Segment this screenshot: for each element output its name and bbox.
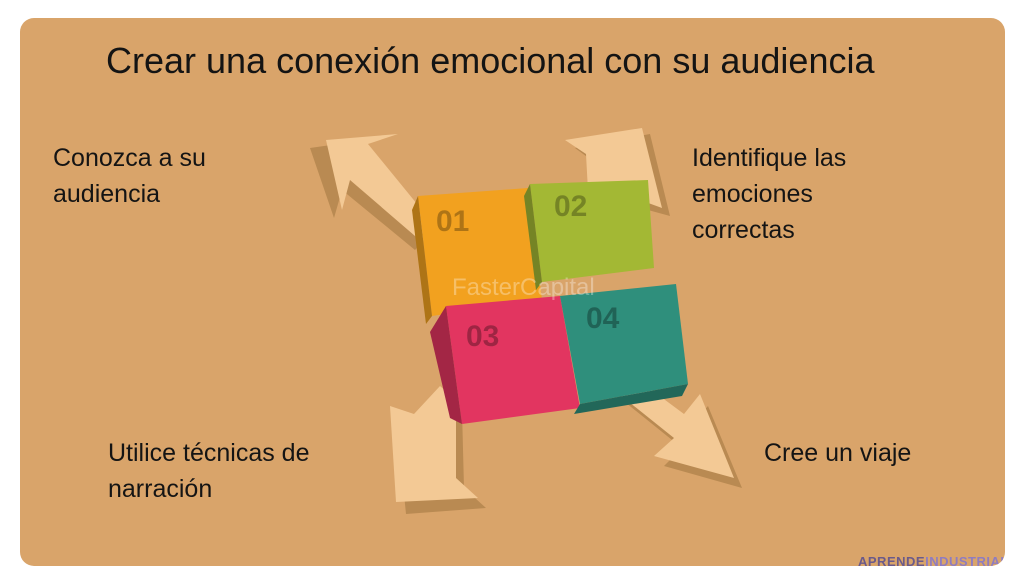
step-2-label-line-1: Identifique las	[692, 144, 847, 172]
cube-04-number: 04	[586, 302, 620, 335]
diagram-card: Crear una conexión emocional con su audi…	[20, 18, 1005, 566]
cube-03-number: 03	[466, 320, 499, 353]
step-1-label-line-1: Conozca a su	[53, 144, 206, 172]
cube-04: 04	[560, 284, 688, 414]
cube-02: 02	[524, 180, 654, 290]
cube-arrow-diagram: 01 02 03 04	[310, 128, 742, 514]
arrow-up-left-icon	[310, 134, 435, 250]
diagram-title: Crear una conexión emocional con su audi…	[106, 40, 875, 81]
brand-logo: APRENDEINDUSTRIAL	[858, 554, 1005, 566]
step-2-label-line-2: emociones	[692, 180, 813, 208]
cube-01-number: 01	[436, 205, 469, 238]
step-4-label-line-1: Cree un viaje	[764, 439, 912, 467]
brand-part-1: APRENDE	[858, 554, 926, 566]
step-3-label-line-1: Utilice técnicas de	[108, 439, 310, 467]
step-1-label-line-2: audiencia	[53, 180, 161, 208]
cube-02-number: 02	[554, 190, 587, 223]
step-3-label: Utilice técnicas de narración	[108, 435, 309, 507]
watermark: FasterCapital	[452, 274, 595, 301]
step-2-label: Identifique las emociones correctas	[692, 140, 846, 248]
step-3-label-line-2: narración	[108, 475, 213, 503]
step-4-label: Cree un viaje	[764, 435, 911, 471]
brand-part-2: INDUSTRIAL	[925, 554, 1005, 566]
cube-01: 01	[412, 188, 542, 324]
cube-03: 03	[430, 296, 580, 424]
step-2-label-line-3: correctas	[692, 216, 795, 244]
step-1-label: Conozca a su audiencia	[53, 140, 206, 212]
